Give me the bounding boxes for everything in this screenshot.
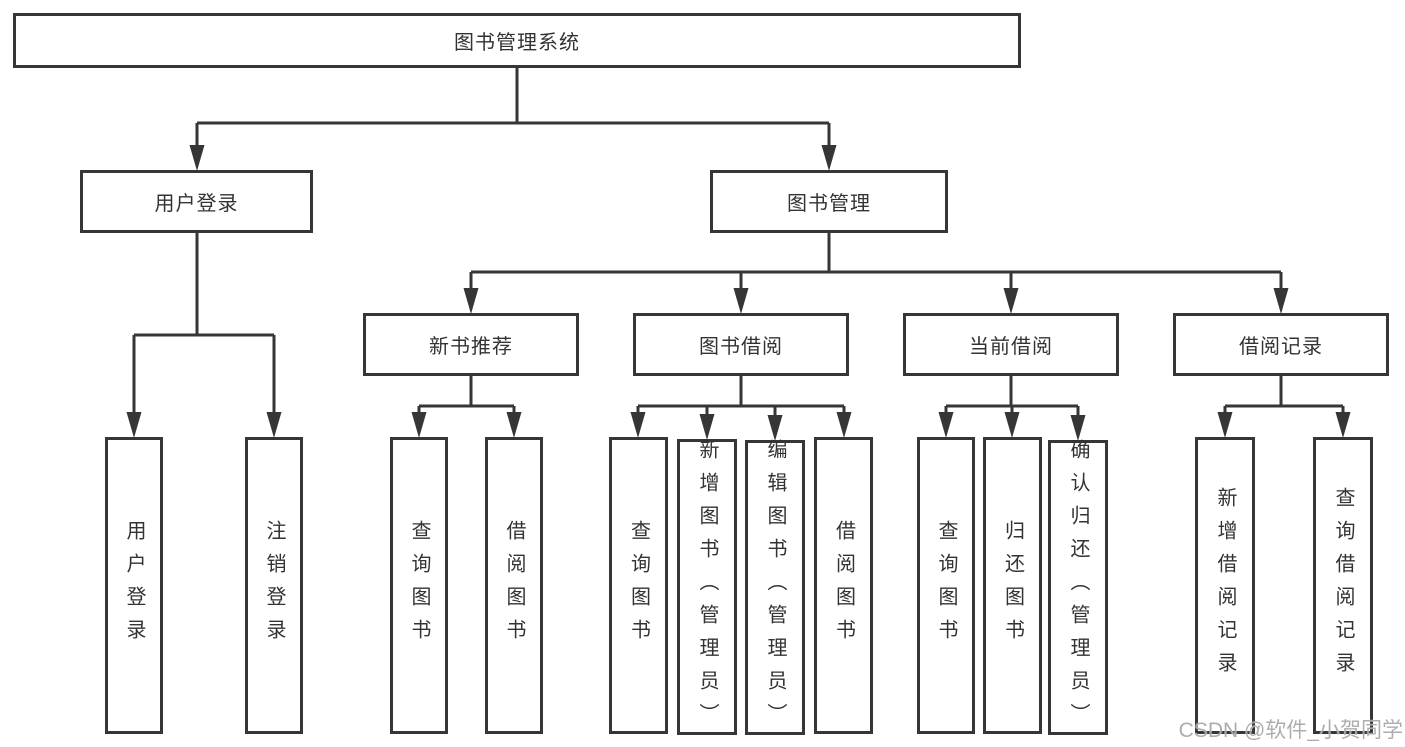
arrowhead — [411, 412, 427, 438]
leaf-edit-book-admin: 编辑图书（管理员） — [745, 439, 805, 736]
leaf-label: 借阅图书 — [832, 519, 855, 652]
arrowhead — [189, 145, 205, 171]
leaf-label: 编辑图书（管理员） — [764, 439, 786, 736]
arrowhead — [938, 412, 954, 438]
connector-book-borrow-children — [636, 376, 846, 417]
node-user-login: 用户登录 — [80, 170, 313, 233]
node-book-borrowing: 图书借阅 — [633, 313, 849, 376]
node-root: 图书管理系统 — [13, 13, 1021, 68]
arrowhead — [821, 145, 837, 171]
leaf-label: 查询借阅记录 — [1332, 486, 1354, 685]
node-current-borrowing: 当前借阅 — [903, 313, 1119, 376]
leaf-label: 查询图书 — [935, 519, 957, 652]
node-borrow-records: 借阅记录 — [1173, 313, 1389, 376]
node-new-book-recommend: 新书推荐 — [363, 313, 579, 376]
leaf-confirm-return-admin: 确认归还（管理员） — [1048, 439, 1108, 736]
arrowhead — [126, 412, 142, 438]
arrowhead — [1004, 412, 1020, 438]
arrowhead — [767, 415, 783, 441]
arrowhead — [1217, 412, 1233, 438]
leaf-borrow-books-recommend: 借阅图书 — [485, 437, 543, 734]
arrowhead — [836, 412, 852, 438]
arrowhead — [630, 412, 646, 438]
arrowhead — [506, 412, 522, 438]
connector-borrow-records-children — [1223, 376, 1345, 414]
leaf-user-login: 用户登录 — [105, 437, 163, 734]
leaf-label: 确认归还（管理员） — [1067, 439, 1089, 736]
arrowhead — [1273, 288, 1289, 314]
leaf-label: 查询图书 — [627, 519, 650, 652]
arrowhead — [463, 288, 479, 314]
leaf-logout: 注销登录 — [245, 437, 303, 734]
leaf-label: 归还图书 — [1001, 519, 1024, 652]
connector-new-book-children — [417, 376, 516, 414]
leaf-return-books: 归还图书 — [983, 437, 1042, 734]
leaf-query-books-borrowing: 查询图书 — [609, 437, 668, 734]
node-book-management: 图书管理 — [710, 170, 948, 233]
leaf-label: 新增借阅记录 — [1214, 486, 1236, 685]
arrowhead — [733, 288, 749, 314]
connector-root-to-level2 — [195, 68, 831, 147]
leaf-query-books-current: 查询图书 — [917, 437, 975, 734]
arrowhead — [1003, 288, 1019, 314]
watermark: CSDN @软件_小贺同学 — [1178, 719, 1403, 742]
arrowhead — [1335, 412, 1351, 438]
leaf-query-books-recommend: 查询图书 — [390, 437, 448, 734]
arrowhead — [1070, 415, 1086, 441]
leaf-label: 借阅图书 — [503, 519, 525, 652]
connector-user-login-children — [132, 233, 276, 414]
leaf-add-book-admin: 新增图书（管理员） — [677, 438, 737, 736]
leaf-label: 用户登录 — [123, 519, 145, 652]
leaf-label: 新增图书（管理员） — [696, 438, 718, 736]
leaf-add-borrow-record: 新增借阅记录 — [1195, 437, 1255, 734]
leaf-borrow-books-borrowing: 借阅图书 — [814, 437, 873, 734]
connector-book-mgmt-children — [469, 233, 1283, 290]
arrowhead — [699, 414, 715, 440]
connector-current-borrow-children — [944, 376, 1080, 417]
leaf-label: 查询图书 — [408, 519, 430, 652]
leaf-query-borrow-record: 查询借阅记录 — [1313, 437, 1373, 734]
leaf-label: 注销登录 — [263, 519, 285, 652]
arrowhead — [266, 412, 282, 438]
